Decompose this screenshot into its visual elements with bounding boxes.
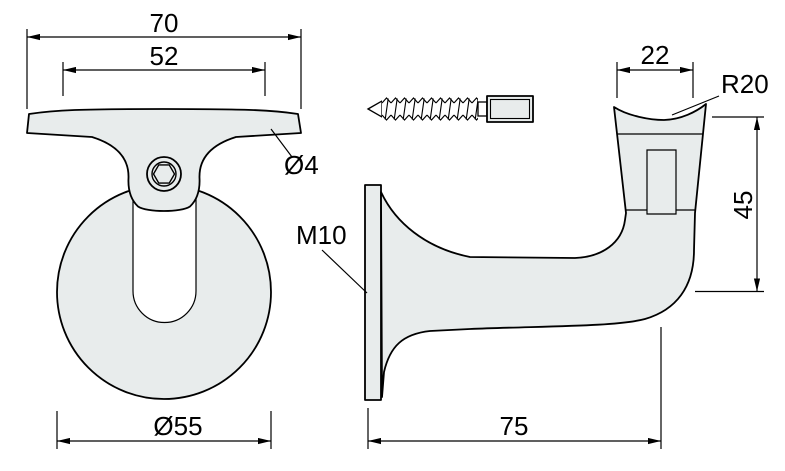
dim-text-52: 52: [150, 41, 179, 71]
leader-line-d4: [270, 128, 293, 158]
dim-text-70: 70: [150, 8, 179, 38]
leader-line-m10: [321, 249, 368, 294]
extension-lines-70: [26, 29, 302, 109]
dim-text-d4: Ø4: [284, 150, 319, 180]
hex-socket-screw: [146, 156, 182, 192]
dimension-saddle-width: 22: [616, 40, 694, 98]
dimension-outer-width: 70: [26, 8, 302, 109]
bolt-sleeve: [486, 95, 534, 123]
callout-saddle-radius: R20: [671, 69, 769, 116]
screw-head-inner-circle: [151, 161, 177, 187]
bracket-arm-and-saddle: [380, 103, 707, 398]
dimension-projection: 75: [367, 327, 662, 449]
bolt-tip: [366, 99, 383, 119]
slot-outline: [132, 190, 197, 324]
saddle-notch: [646, 149, 677, 215]
dim-text-22: 22: [641, 40, 670, 70]
hex-socket-icon: [152, 164, 176, 184]
dimension-inner-width: 52: [62, 41, 266, 96]
callout-pin-diameter: Ø4: [270, 128, 319, 180]
callout-thread-size: M10: [296, 220, 368, 294]
hanger-bolt: [366, 95, 534, 123]
dimension-base-diameter: Ø55: [56, 411, 272, 449]
dim-text-r20: R20: [721, 69, 769, 99]
leader-line-r20: [671, 95, 720, 116]
dim-text-75: 75: [500, 411, 529, 441]
bolt-sleeve-inner-line: [489, 98, 531, 120]
wall-plate: [364, 184, 382, 401]
side-view: 22 R20 45 75 M10: [296, 40, 769, 449]
front-view: 70 52 Ø4 Ø55: [26, 8, 319, 449]
slot-fill: [133, 190, 196, 323]
dim-text-45: 45: [728, 191, 758, 220]
dim-text-d55: Ø55: [153, 411, 202, 441]
bolt-thread: [382, 97, 478, 121]
bolt-shank: [477, 101, 488, 117]
dimension-height: 45: [695, 116, 764, 293]
dim-text-m10: M10: [296, 220, 347, 250]
